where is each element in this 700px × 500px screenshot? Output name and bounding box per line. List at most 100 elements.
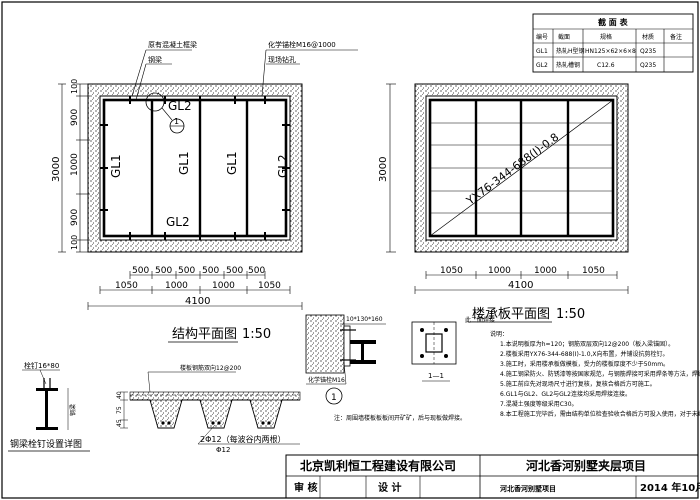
section-table: 截 面 表 编号 截面 规格 材质 备注 GL1 热轧H型钢 HN125×62×… (532, 13, 694, 73)
note-item: 6.GL1与GL2、GL2与GL2连接均采用焊接连接。 (500, 390, 631, 398)
beam-label-left: GL1 (109, 154, 123, 178)
table-cell: GL1 (536, 48, 548, 55)
dim-left-100a: 100 (70, 79, 79, 94)
detail-1-bubble (325, 387, 343, 405)
dim-b2-0: 1050 (115, 281, 138, 291)
deck-left-dim (386, 83, 396, 253)
structural-plan: GL2 GL1 GL1 GL1 GL2 GL2 1 原有混凝土框梁 钢梁 化学锚… (51, 40, 358, 343)
dim-b2-2: 1000 (212, 281, 235, 291)
beam-label-top: GL2 (168, 99, 192, 113)
stud-side-label: 钢梁 (69, 404, 77, 416)
deck-rebar-label: 楼板钢筋双向12@200 (180, 364, 241, 372)
dim-left-900a: 900 (70, 109, 80, 126)
detail-note: 注：周围墙楼板板板间开矿矿，后与现板做焊接。 (334, 414, 466, 422)
table-header-2: 规格 (600, 33, 612, 41)
notes-title: 说明： (490, 330, 508, 338)
dim-b-total: 4100 (185, 296, 210, 307)
table-cell: GL2 (536, 62, 548, 69)
beam-label-right: GL2 (276, 154, 290, 178)
section-table-title: 截 面 表 (598, 17, 629, 27)
section-mark: 1—1 (428, 372, 444, 380)
note-item: 1.本说明板厚为h=120；钢筋双层双向12@200（板入梁锚固）。 (500, 340, 674, 348)
general-notes: 说明： 1.本说明板厚为h=120；钢筋双层双向12@200（板入梁锚固）。 2… (490, 330, 700, 418)
note-item: 3.施工时，采用楼承板做模板，受力的楼板厚度不少于50mm。 (500, 360, 669, 368)
note-item: 4.施工钢梁防火、防锈漆等按国家规范，与钢筋焊接可采用焊条等方法，焊缝满足规范要… (500, 370, 700, 378)
project-name: 河北香河别墅夹层项目 (525, 458, 646, 473)
dim-b2-1: 1000 (165, 281, 188, 291)
deck-dim-1: 1000 (488, 266, 511, 276)
note-item: 5.施工前应先对现场尺寸进行复核，复核合格后方可施工。 (500, 380, 656, 388)
note-item: 2.楼板采用YX76-344-688(I)-1.0,X向布置，并铺设抗剪栓钉。 (500, 350, 669, 358)
stud-detail-title: 钢梁栓钉设置详图 (10, 438, 82, 450)
deck-plan-scale: 1:50 (556, 307, 585, 322)
company-name: 北京凯利恒工程建设有限公司 (300, 458, 456, 473)
deck-bottom-dims (414, 271, 629, 294)
table-cell: 热轧槽钢 (556, 61, 580, 69)
stud-detail: 栓钉16*80 钢梁 钢梁栓钉设置详图 (8, 361, 90, 452)
steel-beam-flange (350, 340, 376, 344)
deck-dim-3: 1050 (582, 266, 605, 276)
deck-dim-45: 45 (116, 419, 123, 427)
table-header-0: 编号 (536, 33, 548, 41)
callout-existing-beam: 原有混凝土框梁 (148, 40, 197, 49)
note-item: 7.混凝土强度等级采用C30。 (500, 400, 578, 408)
stud-label: 栓钉16*80 (24, 361, 59, 370)
deck-phi: Φ12 (216, 446, 230, 454)
deck-dim-2: 1000 (534, 266, 557, 276)
design-label: 设 计 (378, 481, 401, 494)
detail-bubble-number: 1 (174, 117, 179, 126)
anchor-label: 化学锚栓M16 (308, 376, 345, 384)
section-bolts (420, 328, 448, 358)
deck-plan: YX76-344-688(I)-0.8 3000 1050 1000 1000 … (378, 83, 629, 323)
dim-b1-5: 500 (248, 266, 265, 276)
deck-rebar-dots (161, 421, 271, 425)
deck-diagonal (429, 99, 614, 237)
table-header-4: 备注 (670, 33, 682, 41)
deck-plan-title: 楼承板平面图 (472, 307, 550, 322)
table-cell: C12.6 (597, 62, 615, 69)
dim-left-100b: 100 (70, 235, 79, 250)
beam-label-mid2: GL1 (225, 151, 239, 175)
deck-profile (130, 399, 300, 429)
dim-b1-0: 500 (132, 266, 149, 276)
sheet-name: 河北香河别墅项目 (500, 484, 556, 493)
note-item: 8.本工程施工完毕后，需由结构单位检查验收合格后方可投入使用，对于未经技术鉴定或… (500, 410, 700, 418)
perimeter-beam (102, 98, 288, 238)
deck-section-dims (120, 391, 128, 429)
dim-left-900b: 900 (70, 209, 80, 226)
dim-left-1000: 1000 (70, 153, 80, 176)
dim-b2-3: 1050 (258, 281, 281, 291)
table-cell: HN125×62×6×8 (585, 48, 636, 55)
callout-steel-beam: 钢梁 (148, 55, 162, 64)
left-dimension-chain (58, 83, 90, 253)
deck-dim-0: 1050 (440, 266, 463, 276)
deck-rebar-note: 2Φ12（每波谷内两根） (200, 434, 286, 444)
deck-dim-40: 40 (116, 391, 123, 399)
beam-label-bottom: GL2 (166, 215, 190, 229)
title-block: 北京凯利恒工程建设有限公司 河北香河别墅夹层项目 审 核 设 计 河北香河别墅项… (285, 454, 700, 499)
dim-b1-2: 500 (178, 266, 195, 276)
beam-label-mid1: GL1 (177, 151, 191, 175)
dim-b1-3: 500 (202, 266, 219, 276)
weld-note: 此二面焊接 (465, 316, 495, 324)
table-header-1: 截面 (558, 33, 570, 41)
sheet-date: 2014 年10月 (640, 481, 700, 494)
deck-dim-left: 3000 (378, 157, 389, 182)
callout-anchor: 化学锚栓M16@1000 (268, 40, 336, 49)
structural-plan-scale: 1:50 (242, 327, 271, 342)
anchor-bolts (100, 96, 290, 240)
callout-drill: 现场钻孔 (268, 55, 296, 64)
deck-dim-total: 4100 (508, 280, 533, 291)
dim-b1-4: 500 (226, 266, 243, 276)
deck-section: 楼板钢筋双向12@200 40 75 45 2Φ12（每波谷内两根） Φ12 (116, 364, 301, 454)
detail-1-number: 1 (331, 393, 337, 403)
review-label: 审 核 (294, 481, 317, 494)
table-header-3: 材质 (642, 33, 654, 41)
dim-left-total: 3000 (51, 157, 62, 182)
structural-plan-title: 结构平面图 (172, 327, 237, 342)
table-cell: Q235 (640, 48, 656, 55)
connection-detail: 10*130*160 化学锚栓M16 1 1—1 此二面焊接 注：周围墙楼板板板… (305, 314, 495, 422)
dim-b1-1: 500 (155, 266, 172, 276)
wall-section (305, 314, 345, 374)
